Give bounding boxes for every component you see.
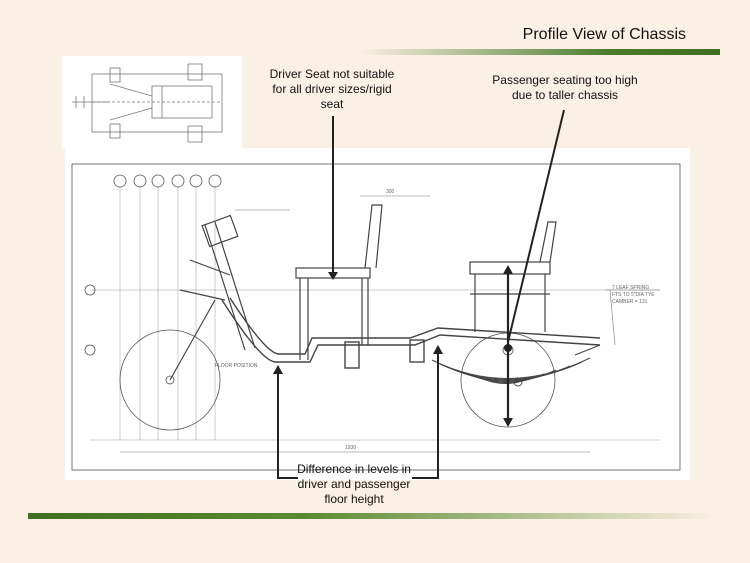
front-fork — [169, 214, 256, 381]
passenger-arrowhead-up — [503, 265, 513, 274]
floor-leader-driver — [277, 372, 298, 479]
passenger-callout-line-1: Passenger seating too high — [492, 73, 638, 87]
driver-seat-arrowhead — [328, 272, 338, 280]
spring-note-line-1: 7 LEAF SPRING — [612, 285, 649, 291]
floor-height-callout: Difference in levels in driver and passe… — [286, 462, 422, 507]
spring-note-line-2: FTS TO 5"DIA TYE — [612, 292, 655, 298]
leaf-spring — [431, 344, 601, 387]
passenger-seat-leader — [507, 109, 565, 343]
passenger-seat-frame — [469, 221, 557, 332]
footer-accent-bar — [28, 513, 718, 519]
driver-seat-callout-line-1: Driver Seat not suitable — [269, 67, 395, 81]
drawing-border — [71, 163, 681, 471]
driver-seat-callout: Driver Seat not suitable for all driver … — [262, 67, 402, 112]
passenger-leader-dot — [504, 344, 512, 352]
passenger-seat-callout: Passenger seating too high due to taller… — [478, 73, 652, 103]
driver-seat-frame — [295, 204, 383, 360]
reference-lines — [90, 186, 660, 441]
floor-arrowhead-passenger — [433, 345, 443, 354]
dim-top-label: 300 — [386, 189, 395, 195]
passenger-callout-line-2: due to taller chassis — [511, 88, 619, 102]
passenger-arrowhead-down — [503, 418, 513, 427]
thumbnail-drawing-panel — [62, 56, 242, 148]
floor-leader-passenger — [412, 352, 439, 479]
floor-position-label: FLOOR POSITION — [215, 363, 258, 369]
thumbnail-plan-drawing — [72, 63, 223, 143]
spring-note-line-3: CAMBER = 131 — [612, 299, 648, 305]
floor-arrowhead-driver — [273, 365, 283, 374]
floor-callout-line-3: floor height — [324, 492, 384, 506]
front-wheel — [119, 329, 221, 431]
chassis-tube — [221, 297, 601, 369]
driver-seat-callout-line-3: seat — [320, 97, 344, 111]
floor-callout-line-2: driver and passenger — [297, 477, 411, 491]
driver-seat-callout-line-2: for all driver sizes/rigid — [272, 82, 392, 96]
dimension-lines — [120, 195, 660, 453]
profile-drawing-panel — [65, 148, 690, 480]
slide-title: Profile View of Chassis — [522, 26, 686, 43]
floor-callout-line-1: Difference in levels in — [297, 462, 411, 476]
front-hub — [165, 375, 175, 385]
reference-bubbles — [84, 174, 222, 356]
title-accent-bar — [360, 49, 720, 55]
dim-overall-label: 1930 — [345, 445, 356, 451]
